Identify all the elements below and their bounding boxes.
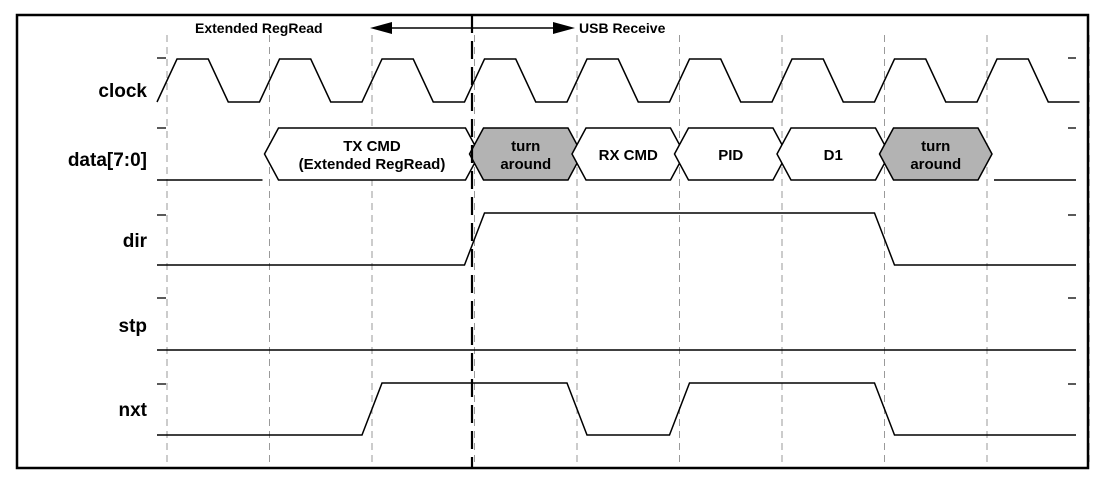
bus-segment-label: around — [910, 156, 961, 173]
waveforms — [156, 58, 1080, 436]
bus-segment-label: RX CMD — [599, 147, 658, 164]
bus-segment-label: (Extended RegRead) — [299, 156, 446, 173]
arrow-left-head — [370, 22, 392, 34]
header-left-label: Extended RegRead — [195, 20, 323, 36]
signal-label-nxt: nxt — [119, 400, 148, 421]
bus-segment-label: PID — [718, 147, 743, 164]
signal-label-stp: stp — [119, 316, 148, 337]
header: Extended RegRead USB Receive — [195, 20, 666, 36]
signal-label-clock: clock — [98, 81, 147, 102]
clock-wave — [156, 58, 1080, 103]
signal-label-data: data[7:0] — [68, 150, 147, 171]
signal-label-dir: dir — [123, 231, 148, 252]
nxt-wave — [157, 382, 1076, 436]
signal-labels: clock data[7:0] dir stp nxt — [68, 81, 148, 421]
bus-segment-label: around — [500, 156, 551, 173]
clock-gridlines — [157, 35, 1090, 462]
header-right-label: USB Receive — [579, 20, 666, 36]
bus-segment-label: turn — [511, 138, 540, 155]
bus-segment-label: TX CMD — [343, 138, 401, 155]
bus-segment-label: turn — [921, 138, 950, 155]
bus-segment-label: D1 — [824, 147, 843, 164]
bus-segment — [878, 127, 993, 181]
dir-wave — [157, 212, 1076, 266]
diagram-frame — [15, 13, 1090, 470]
arrow-right-head — [553, 22, 575, 34]
